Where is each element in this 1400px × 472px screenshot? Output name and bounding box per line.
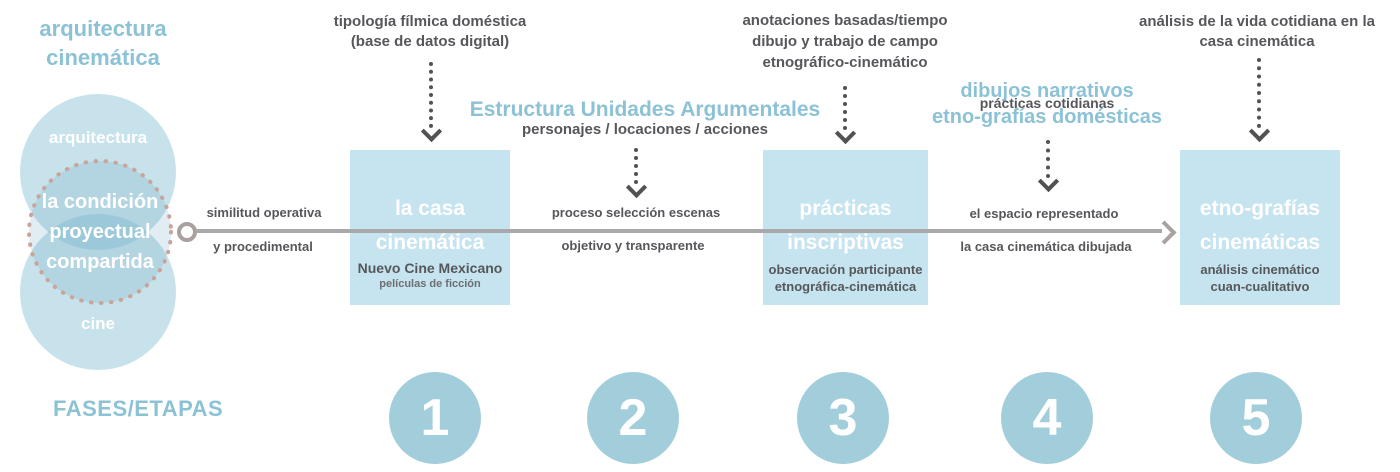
annotation-1-line1: tipología fílmica doméstica	[333, 13, 527, 30]
phase-number-4: 4	[1001, 372, 1093, 464]
diagram-title-line2: cinemática	[46, 45, 160, 70]
annotation-1: tipología fílmica doméstica (base de dat…	[305, 12, 555, 52]
phase-box-1-title-line1: la casa	[394, 197, 466, 220]
phase-box-5-title-line1: etno-grafías	[1199, 197, 1321, 220]
phase-box-5-title: etno-grafías cinemáticas	[1180, 192, 1340, 260]
segment1-label-below: y procedimental	[213, 239, 313, 254]
annotation-3-line1: anotaciones basadas/tiempo	[742, 12, 948, 29]
annotation-3: anotaciones basadas/tiempo dibujo y trab…	[715, 10, 975, 73]
phase-box-3-subtext: etnográfica-cinemática	[774, 279, 917, 294]
timeline-line	[196, 229, 1162, 233]
annotation-4-overlay: prácticas cotidianas	[979, 95, 1115, 111]
phase-number-3: 3	[797, 372, 889, 464]
annotation-4-line1: dibujos narrativos	[960, 80, 1134, 102]
diagram-title-line1: arquitectura	[39, 16, 167, 41]
phase-box-1-subtext: películas de ficción	[379, 278, 481, 290]
venn-circle-cine	[20, 214, 176, 370]
annotation-3-line3: etnográfico-cinemático	[762, 54, 928, 71]
timeline-start-ring	[177, 222, 197, 242]
phase-box-5-title-line2: cinemáticas	[1199, 231, 1321, 254]
phase-box-3-title-line2: inscriptivas	[787, 231, 904, 254]
annotation-4-line2: etno-grafías domésticas	[931, 106, 1163, 128]
dashed-arrow-1-icon	[420, 62, 442, 143]
venn-center-line1: la condición	[41, 191, 159, 213]
phase-box-5-subtitle: análisis cinemático	[1200, 262, 1320, 277]
venn-label-cine: cine	[80, 314, 116, 333]
dashed-arrow-4-icon	[1037, 140, 1059, 193]
segment2-label-below: objetivo y transparente	[561, 238, 705, 253]
phase-box-1-title-line2: cinemática	[375, 231, 485, 254]
dashed-arrow-3-icon	[834, 86, 856, 145]
diagram-title: arquitectura cinemática	[28, 14, 178, 72]
dashed-arrow-2-icon	[625, 148, 647, 199]
dashed-arrow-5-icon	[1248, 58, 1270, 143]
phase-number-1: 1	[389, 372, 481, 464]
annotation-3-line2: dibujo y trabajo de campo	[752, 33, 938, 50]
segment3-label-above: el espacio representado	[969, 206, 1119, 221]
annotation-2: Estructura Unidades Argumentales persona…	[455, 99, 835, 139]
segment3-label-below: la casa cinemática dibujada	[960, 239, 1132, 254]
annotation-2-subtitle: personajes / locaciones / acciones	[522, 121, 768, 138]
annotation-2-title: Estructura Unidades Argumentales	[469, 98, 821, 121]
segment1-label-above: similitud operativa	[206, 205, 322, 220]
venn-center-line3: compartida	[46, 251, 154, 273]
venn-center-line2: proyectual	[49, 221, 151, 243]
venn-circle-arquitectura	[20, 94, 176, 250]
phase-box-1: la casa cinemática Nuevo Cine Mexicano p…	[350, 150, 510, 305]
annotation-5: análisis de la vida cotidiana en la casa…	[1107, 12, 1400, 52]
phase-box-1-subtitle: Nuevo Cine Mexicano	[357, 260, 503, 276]
phase-number-2: 2	[587, 372, 679, 464]
venn-diagram	[20, 94, 176, 370]
annotation-1-line2: (base de datos digital)	[350, 33, 510, 50]
annotation-5-line2: casa cinemática	[1199, 33, 1315, 50]
annotation-5-line1: análisis de la vida cotidiana en la	[1139, 13, 1375, 30]
venn-label-arquitectura: arquitectura	[48, 128, 148, 147]
phase-box-5: etno-grafías cinemáticas análisis cinemá…	[1180, 150, 1340, 305]
phase-box-3-subtitle: observación participante	[768, 262, 923, 277]
phase-box-3: prácticas inscriptivas observación parti…	[763, 150, 928, 305]
phase-box-3-title-line1: prácticas	[799, 197, 892, 220]
segment2-label-above: proceso selección escenas	[551, 205, 721, 220]
timeline-arrowhead-icon	[1152, 220, 1177, 245]
phase-box-3-title: prácticas inscriptivas	[763, 192, 928, 260]
venn-circle-center-dashed	[27, 159, 173, 305]
phases-label: FASES/ETAPAS	[53, 396, 224, 421]
phase-number-5: 5	[1210, 372, 1302, 464]
phase-box-5-subtext: cuan-cualitativo	[1210, 279, 1310, 294]
venn-center-text: la condición proyectual compartida	[20, 187, 180, 277]
phase-box-1-title: la casa cinemática	[350, 192, 510, 260]
